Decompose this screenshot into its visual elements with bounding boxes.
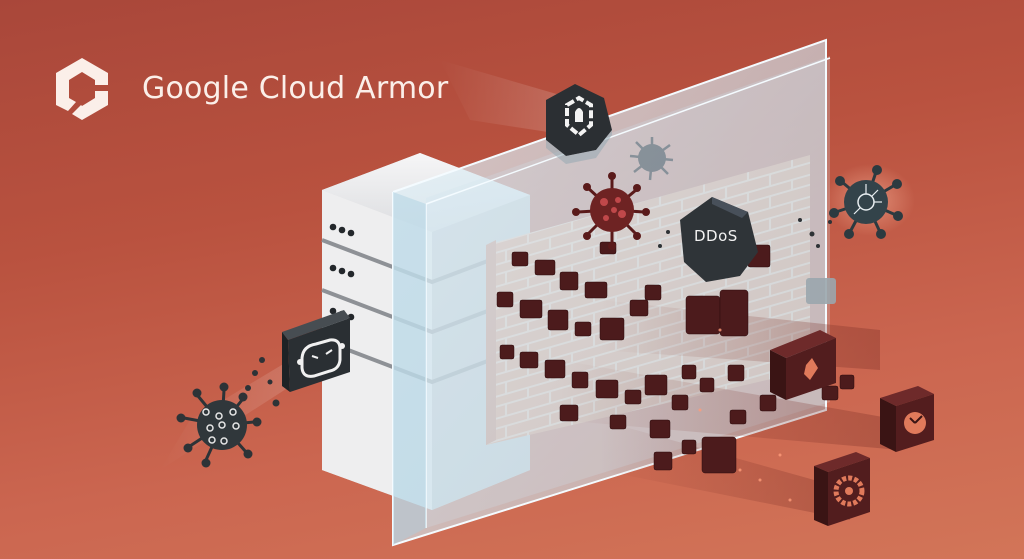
target-cube-icon [814, 452, 870, 526]
brand-title: Google Cloud Armor [142, 70, 449, 106]
shattered-threat-blocks [496, 241, 855, 474]
ddos-hexagon-icon [680, 197, 758, 282]
red-virus-icon [572, 172, 650, 250]
virus-icon [176, 370, 280, 468]
bug-cube-icon [770, 330, 836, 400]
ddos-label: DDoS [694, 227, 738, 245]
faded-virus-icon [629, 137, 674, 181]
network-virus-icon [825, 164, 915, 239]
brand-header: Google Cloud Armor [48, 55, 448, 123]
clock-cube-icon [880, 386, 934, 452]
google-cloud-armor-logo-icon [56, 58, 108, 120]
shield-malware-icon [546, 84, 612, 164]
gray-block [806, 278, 836, 304]
bot-face-icon [282, 310, 350, 392]
